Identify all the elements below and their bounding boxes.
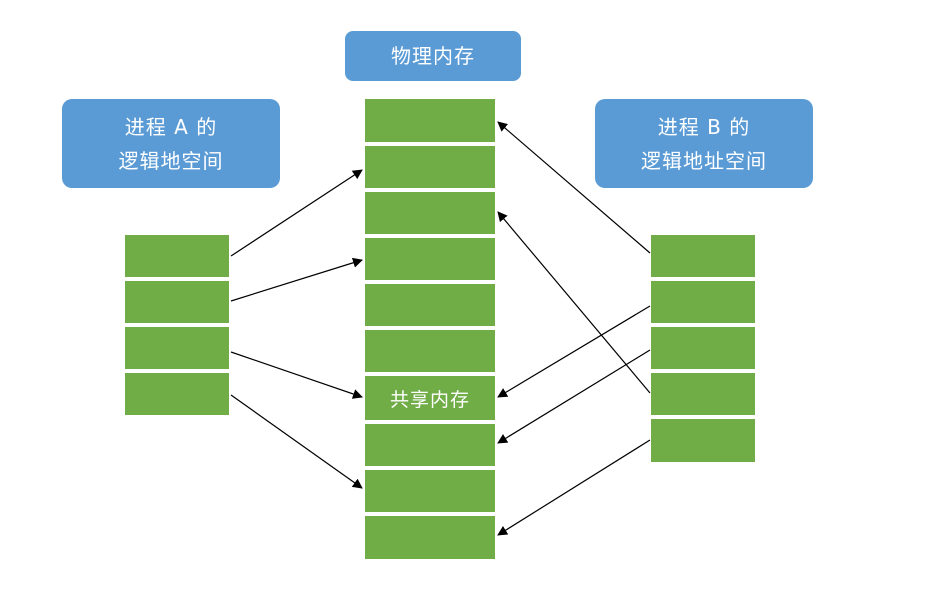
process-b-title-line2: 逻辑地址空间: [641, 148, 767, 173]
arrow-b3-to-p2: [497, 211, 651, 394]
physical-memory-title-text: 物理内存: [391, 44, 475, 68]
physical-block: [365, 146, 495, 188]
physical-block: [365, 238, 495, 280]
process-a-block: [125, 281, 229, 323]
arrow-b2-to-p7: [497, 349, 651, 444]
physical-block: [365, 516, 495, 559]
shared-memory-block: 共享内存: [365, 376, 495, 420]
process-a-title-line2: 逻辑地空间: [118, 148, 224, 173]
arrow-a3-to-p8: [230, 394, 363, 489]
arrow-a2-to-p6: [230, 351, 363, 399]
process-b-block: [651, 235, 755, 277]
physical-block: [365, 99, 495, 142]
process-b-title: 进程 B 的 逻辑地址空间: [595, 99, 813, 188]
physical-memory-title: 物理内存: [345, 31, 521, 81]
process-b-title-line1: 进程 B 的: [657, 114, 751, 139]
process-a-title: 进程 A 的 逻辑地空间: [62, 99, 280, 188]
physical-block: [365, 424, 495, 466]
process-b-block: [651, 327, 755, 369]
process-a-block: [125, 373, 229, 415]
process-a-block: [125, 235, 229, 277]
arrow-a0-to-p1: [230, 169, 363, 257]
arrow-b0-to-p0: [497, 121, 651, 254]
arrow-b1-to-p6: [497, 305, 651, 398]
process-b-block: [651, 419, 755, 462]
process-b-block: [651, 373, 755, 415]
process-a-block: [125, 327, 229, 369]
process-a-title-line1: 进程 A 的: [124, 114, 218, 139]
physical-block: [365, 192, 495, 234]
physical-block: [365, 330, 495, 372]
process-b-block: [651, 281, 755, 323]
physical-block: [365, 284, 495, 326]
arrow-a1-to-p3: [230, 257, 363, 302]
arrow-b4-to-p9: [497, 439, 651, 536]
shared-memory-label: 共享内存: [389, 388, 470, 411]
physical-block: [365, 470, 495, 512]
